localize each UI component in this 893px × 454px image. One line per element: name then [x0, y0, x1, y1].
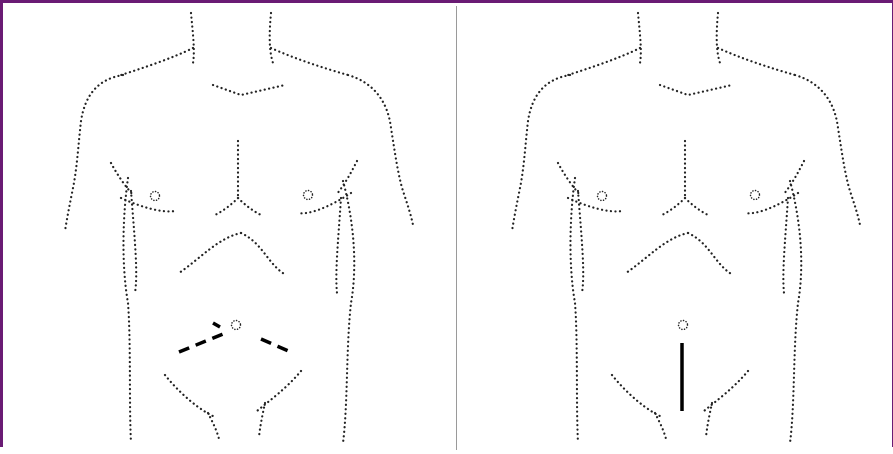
nipple-right [304, 191, 313, 200]
neck-left-line [638, 13, 641, 63]
left-side-torso [123, 178, 131, 443]
neck-right-line [717, 13, 720, 63]
right-inner-flank [783, 198, 788, 293]
left-arm-outer [65, 75, 123, 231]
left-inner-flank [131, 191, 136, 293]
right-pectoral [298, 193, 351, 213]
panel-left [3, 3, 449, 450]
left-inguinal [165, 375, 215, 417]
xiphoid-right [238, 198, 261, 215]
shoulder-line-left [121, 48, 193, 75]
left-armpit [558, 163, 580, 195]
clavicle-line [213, 85, 285, 95]
left-inguinal [612, 375, 662, 417]
right-side-torso [790, 181, 801, 443]
torso-outline-left [65, 13, 413, 443]
navel [679, 321, 688, 330]
nipple-right [751, 191, 760, 200]
nipple-left [151, 192, 160, 201]
incision-left-dash-lower [179, 334, 223, 352]
shoulder-line-right [271, 48, 348, 75]
xiphoid-left [662, 198, 685, 215]
neck-right-line [270, 13, 273, 63]
neck-left-line [191, 13, 194, 63]
right-side-torso [343, 181, 354, 443]
shoulder-line-right [718, 48, 795, 75]
right-inguinal [704, 371, 748, 411]
incision-left-dash-upper [213, 323, 220, 327]
right-inner-flank [336, 198, 341, 293]
left-arm-outer [512, 75, 570, 231]
left-pectoral [568, 198, 622, 211]
panel-right [450, 3, 893, 450]
right-armpit [336, 161, 357, 195]
costal-margin-left [179, 233, 241, 273]
right-pectoral [745, 193, 798, 213]
xiphoid-left [215, 198, 238, 215]
left-pectoral [121, 198, 175, 211]
left-side-torso [570, 178, 578, 443]
navel [232, 321, 241, 330]
clavicle-line [660, 85, 732, 95]
torso-diagram-right [450, 3, 893, 450]
right-arm-outer [795, 75, 860, 225]
incision-right-dash [261, 339, 293, 353]
shoulder-line-left [568, 48, 640, 75]
right-inguinal [257, 371, 301, 411]
left-groin [208, 413, 219, 439]
costal-margin-left [626, 233, 688, 273]
torso-diagram-left [3, 3, 449, 450]
left-groin [655, 413, 666, 439]
torso-outline-right [512, 13, 860, 443]
costal-margin-right [688, 233, 733, 275]
right-armpit [783, 161, 804, 195]
xiphoid-right [685, 198, 708, 215]
left-armpit [111, 163, 133, 195]
costal-margin-right [241, 233, 286, 275]
nipple-left [598, 192, 607, 201]
right-arm-outer [348, 75, 413, 225]
left-inner-flank [578, 191, 583, 293]
